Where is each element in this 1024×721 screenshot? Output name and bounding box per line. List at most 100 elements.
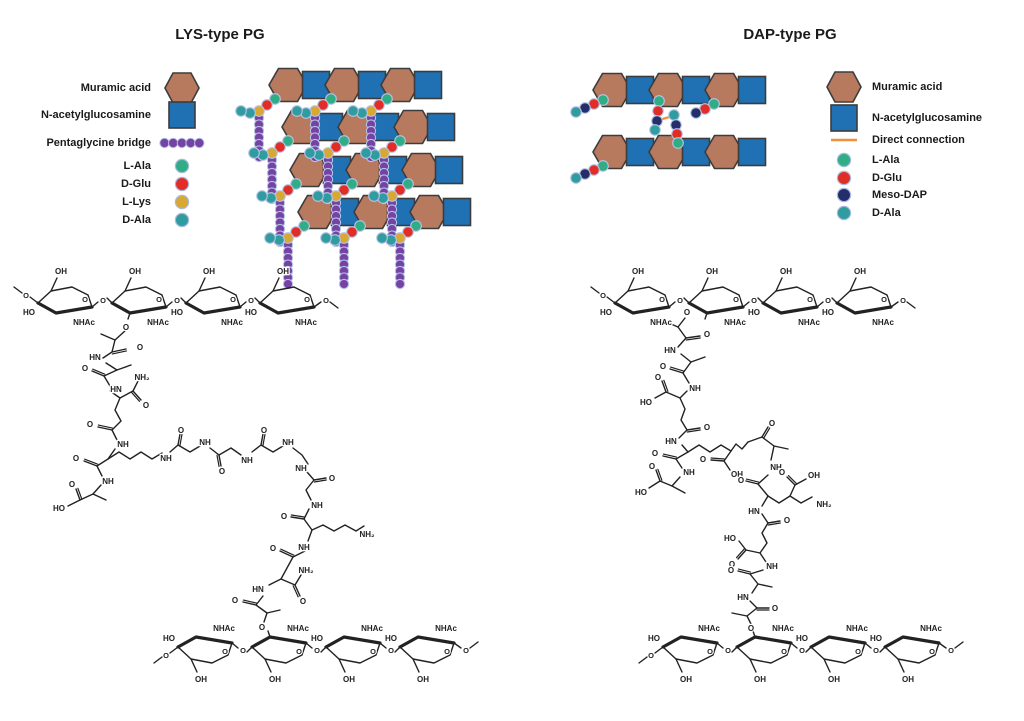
bond <box>107 451 163 460</box>
bond <box>716 642 724 649</box>
atom-label: O <box>784 516 790 525</box>
bond <box>209 447 242 456</box>
atom-label: O <box>222 647 228 656</box>
bond <box>469 641 479 649</box>
bond <box>747 436 775 461</box>
bond <box>91 301 99 308</box>
atom-label: NH <box>282 438 294 447</box>
atom-label: OH <box>632 267 644 276</box>
bond <box>685 337 701 341</box>
legend-item-dala: D-Ala <box>824 197 1024 229</box>
atom-label: NH <box>295 464 307 473</box>
atom-label: HN <box>748 507 760 516</box>
legend-label: Meso-DAP <box>872 189 928 201</box>
atom-label: OH <box>808 471 820 480</box>
bond <box>662 455 677 460</box>
bond <box>292 585 299 598</box>
lala-circle-icon <box>824 152 864 168</box>
glcnac-square <box>442 197 472 227</box>
peptide-bead <box>402 178 414 190</box>
atom-label: NHAc <box>213 624 235 633</box>
peptide-bead <box>304 147 316 159</box>
peptide-bead <box>298 220 310 232</box>
bond <box>91 370 105 377</box>
atom-label: NHAc <box>772 624 794 633</box>
bond <box>668 301 676 308</box>
atom-label: O <box>779 468 785 477</box>
legend-item-dala: D-Ala <box>12 204 206 236</box>
peptide-bead <box>291 105 303 117</box>
bond <box>590 286 600 294</box>
bond <box>648 476 681 489</box>
bond <box>816 301 824 308</box>
bond <box>279 550 294 558</box>
bond <box>116 364 132 371</box>
bond <box>685 335 701 339</box>
peptide-bead <box>338 135 350 147</box>
bond <box>954 641 964 649</box>
atom-label: O <box>873 646 879 655</box>
dglu-circle-icon <box>158 176 206 192</box>
atom-label: NH <box>199 438 211 447</box>
atom-label: O <box>163 651 169 660</box>
atom-label: O <box>281 512 287 521</box>
bond <box>179 433 183 446</box>
atom-label: O <box>677 296 683 305</box>
bond <box>177 642 233 664</box>
dglu-circle-icon <box>824 170 864 186</box>
bond <box>111 348 127 353</box>
bond <box>303 508 313 531</box>
peptide-bead <box>368 190 380 202</box>
atom-label: O <box>323 296 329 305</box>
bond <box>675 658 683 673</box>
atom-label: HO <box>600 308 612 317</box>
bond <box>761 301 819 315</box>
bond <box>654 646 664 654</box>
bond <box>262 433 266 446</box>
bond <box>745 478 760 483</box>
mesodap-circle-icon <box>824 187 864 203</box>
legend-item-dglu: D-Glu <box>12 168 206 200</box>
peptide-bead <box>269 93 281 105</box>
atom-label: HO <box>748 308 760 317</box>
bond <box>757 474 769 497</box>
bond <box>92 368 106 375</box>
legend-item-glcnac: N-acetylglucosamine <box>12 99 206 131</box>
bond <box>688 286 744 308</box>
atom-label: HO <box>870 634 882 643</box>
bond <box>677 317 687 348</box>
bond <box>251 642 307 664</box>
bond <box>272 277 280 292</box>
atom-label: OH <box>269 675 281 684</box>
bond <box>661 635 719 649</box>
bond <box>305 471 315 501</box>
bond <box>686 427 701 431</box>
atom-label: NHAc <box>724 318 746 327</box>
atom-label: OH <box>754 675 766 684</box>
bond <box>169 444 201 453</box>
atom-label: O <box>23 291 29 300</box>
bond <box>29 296 39 304</box>
bond <box>737 568 752 573</box>
bond <box>255 595 268 614</box>
atom-label: O <box>725 646 731 655</box>
bond <box>218 454 222 467</box>
bond <box>883 635 941 649</box>
legend-label: Muramic acid <box>872 81 943 93</box>
bond <box>761 495 769 507</box>
atom-label: O <box>137 343 143 352</box>
atom-label: HO <box>648 634 660 643</box>
legend-item-llys: L-Lys <box>12 186 206 218</box>
legend-label: D-Glu <box>121 178 151 190</box>
bond <box>762 286 818 308</box>
bond <box>379 642 387 649</box>
atom-label: O <box>649 462 655 471</box>
bond <box>810 642 866 664</box>
legend-label: D-Ala <box>872 207 901 219</box>
bond <box>773 445 789 450</box>
atom-label: O <box>296 647 302 656</box>
atom-label: OH <box>706 267 718 276</box>
peptide-bead <box>652 105 664 117</box>
peptide-bead <box>290 178 302 190</box>
